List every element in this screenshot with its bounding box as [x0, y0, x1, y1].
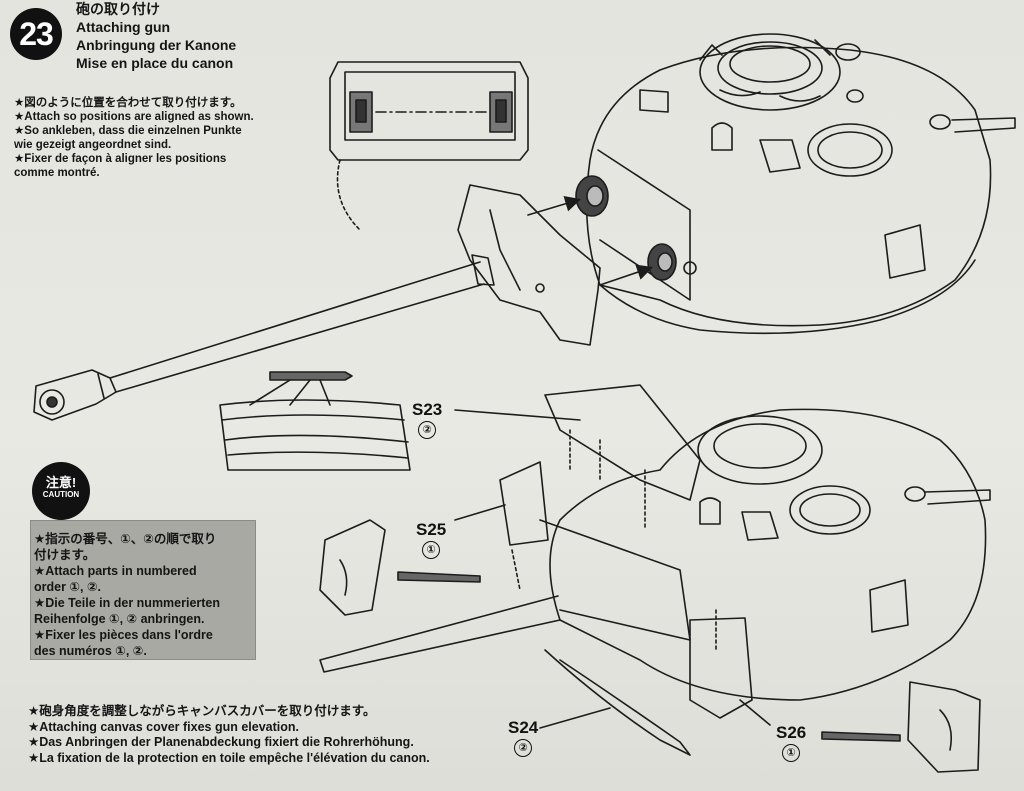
note-line: ★Attaching canvas cover fixes gun elevat… [28, 719, 300, 734]
instruction-line: ★Fixer de façon à aligner les positions [14, 153, 227, 165]
part-order: ② [514, 739, 533, 757]
instruction-line: comme montré. [14, 167, 100, 179]
part-code: S23 [412, 400, 443, 419]
caution-line: ★指示の番号、①、②の順で取り [34, 532, 217, 546]
canvas-cover-part [219, 399, 411, 471]
gun-mantlet-and-barrel [33, 184, 601, 421]
instruction-line: ★Attach so positions are aligned as show… [14, 111, 254, 123]
caution-box [30, 520, 256, 660]
part-code: S25 [416, 520, 447, 539]
instruction-line: ★図のように位置を合わせて取り付けます。 [14, 97, 242, 109]
part-label-s23: S23 ② [412, 400, 442, 439]
part-order: ② [418, 421, 437, 439]
caution-badge: 注意! CAUTION [32, 462, 90, 520]
part-order: ① [782, 744, 801, 762]
note-line: ★La fixation de la protection en toile e… [28, 750, 430, 765]
caution-line: Reihenfolge ①, ② anbringen. [34, 612, 205, 626]
caution-line: ★Fixer les pièces dans l'ordre [34, 628, 213, 642]
part-code: S26 [776, 723, 807, 742]
caution-line: order ①, ②. [34, 580, 102, 594]
step-title-de: Anbringung der Kanone [76, 37, 237, 53]
part-label-s25: S25 ① [416, 520, 446, 559]
caution-line: ★Attach parts in numbered [34, 564, 197, 578]
s26-side-view [821, 681, 981, 773]
caution-badge-en: CAUTION [42, 490, 80, 499]
step-title-en: Attaching gun [76, 19, 171, 35]
alignment-instructions: ★図のように位置を合わせて取り付けます。 ★Attach so position… [14, 96, 314, 180]
part-label-s24: S24 ② [508, 718, 538, 757]
caution-badge-jp: 注意! [45, 475, 77, 490]
instruction-line: ★So ankleben, dass die einzelnen Punkte [14, 125, 242, 137]
part-order: ① [422, 541, 441, 559]
step-title-fr: Mise en place du canon [76, 55, 234, 71]
step-title-jp: 砲の取り付け [76, 1, 160, 17]
step-number-badge: 23 [10, 8, 62, 60]
caution-line: 付けます。 [34, 548, 96, 562]
lower-turret [319, 384, 991, 756]
note-line: ★Das Anbringen der Planenabdeckung fixie… [28, 735, 414, 749]
note-line: ★砲身角度を調整しながらキャンバスカバーを取り付けます。 [28, 704, 376, 718]
part-label-s26: S26 ① [776, 723, 806, 762]
mantlet-detail-inset [329, 61, 529, 231]
caution-text: ★指示の番号、①、②の順で取り 付けます。 ★Attach parts in n… [34, 531, 254, 659]
step-title: 砲の取り付け Attaching gun Anbringung der Kano… [76, 0, 236, 72]
canvas-cover-note: ★砲身角度を調整しながらキャンバスカバーを取り付けます。 ★Attaching … [28, 704, 528, 766]
instruction-line: wie gezeigt angeordnet sind. [14, 139, 172, 151]
s25-side-view [319, 519, 481, 616]
caution-line: des numéros ①, ②. [34, 644, 147, 658]
upper-turret [575, 33, 1016, 335]
part-code: S24 [508, 718, 539, 737]
caution-line: ★Die Teile in der nummerierten [34, 596, 221, 610]
